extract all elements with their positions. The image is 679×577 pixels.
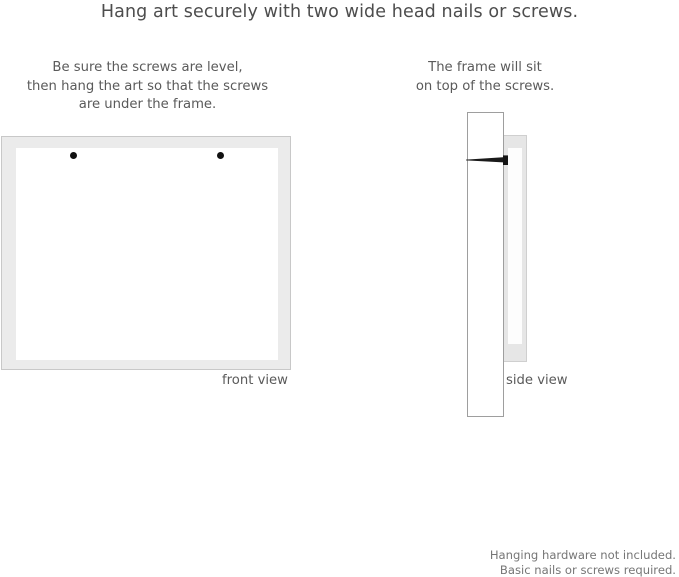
screw-dot-left-icon bbox=[70, 152, 77, 159]
footer-line-2: Basic nails or screws required. bbox=[499, 562, 676, 577]
side-view-frame bbox=[503, 135, 527, 362]
footer-disclaimer: Hanging hardware not included. Basic nai… bbox=[356, 548, 676, 577]
side-view-wall bbox=[467, 112, 504, 417]
nail-icon bbox=[466, 155, 508, 165]
side-view-frame-inner bbox=[508, 148, 522, 344]
side-view-caption-line-2: on top of the screws. bbox=[415, 78, 555, 94]
front-view-caption-line-3: are under the frame. bbox=[78, 97, 217, 112]
front-view-label: front view bbox=[222, 373, 288, 388]
front-view-mat bbox=[16, 148, 278, 360]
side-view-caption: The frame will sit on top of the screws. bbox=[395, 59, 575, 96]
front-view-frame bbox=[1, 136, 291, 370]
front-view-caption-line-2: then hang the art so that the screws bbox=[26, 78, 269, 94]
side-view-label: side view bbox=[506, 373, 568, 388]
screw-dot-right-icon bbox=[217, 152, 224, 159]
front-view-caption: Be sure the screws are level, then hang … bbox=[5, 59, 290, 115]
side-view-caption-line-1: The frame will sit bbox=[428, 60, 542, 75]
footer-line-1: Hanging hardware not included. bbox=[489, 548, 676, 562]
front-view-caption-line-1: Be sure the screws are level, bbox=[52, 60, 243, 75]
page-title: Hang art securely with two wide head nai… bbox=[100, 2, 579, 22]
